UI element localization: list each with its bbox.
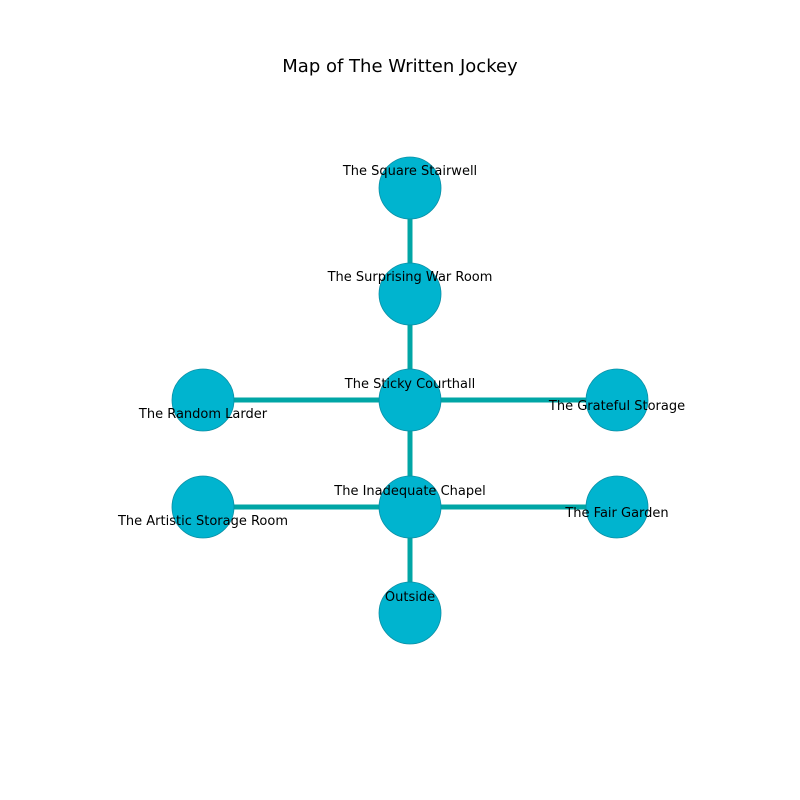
node-label-artistic-storage-room: The Artistic Storage Room xyxy=(117,514,288,529)
node-label-outside: Outside xyxy=(385,590,435,605)
node-artistic-storage-room xyxy=(171,475,235,539)
edges-layer xyxy=(203,188,617,613)
node-fair-garden xyxy=(585,475,649,539)
node-random-larder xyxy=(171,368,235,432)
node-inadequate-chapel xyxy=(378,475,442,539)
node-label-inadequate-chapel: The Inadequate Chapel xyxy=(333,484,485,499)
node-grateful-storage xyxy=(585,368,649,432)
node-sticky-courthall xyxy=(378,368,442,432)
node-label-sticky-courthall: The Sticky Courthall xyxy=(344,377,475,392)
node-label-grateful-storage: The Grateful Storage xyxy=(548,399,685,414)
diagram-title: Map of The Written Jockey xyxy=(282,56,518,77)
node-label-surprising-war-room: The Surprising War Room xyxy=(327,270,493,285)
nodes-layer xyxy=(171,156,649,645)
node-label-random-larder: The Random Larder xyxy=(138,407,268,422)
node-label-square-stairwell: The Square Stairwell xyxy=(342,164,477,179)
node-label-fair-garden: The Fair Garden xyxy=(564,506,668,521)
node-outside xyxy=(378,581,442,645)
node-square-stairwell xyxy=(378,156,442,220)
node-surprising-war-room xyxy=(378,262,442,326)
